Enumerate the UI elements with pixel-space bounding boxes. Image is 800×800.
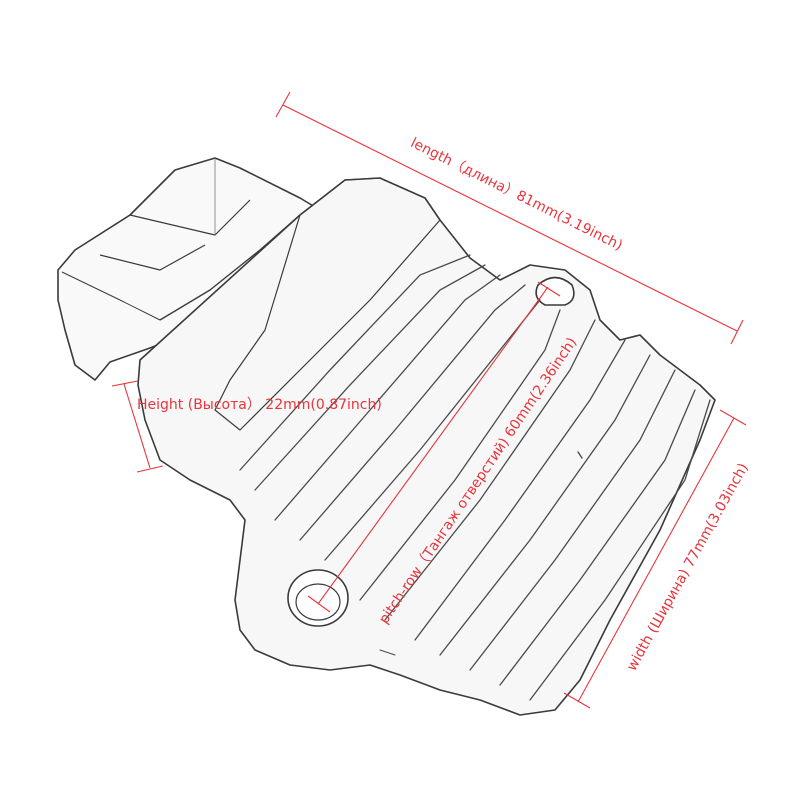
mounting-hole-right [535,276,575,306]
connector-block [57,157,321,381]
dimension-lines [111,91,747,709]
heatsink-body [137,177,716,716]
length-dimension-line [275,91,744,345]
height-label: Height (Высота） 22mm(0.87inch) [137,397,382,413]
width-dimension-line [563,409,747,709]
pitch-row-dimension-line [307,281,561,613]
heatsink-fins [239,254,711,701]
height-dimension-line [111,380,164,473]
